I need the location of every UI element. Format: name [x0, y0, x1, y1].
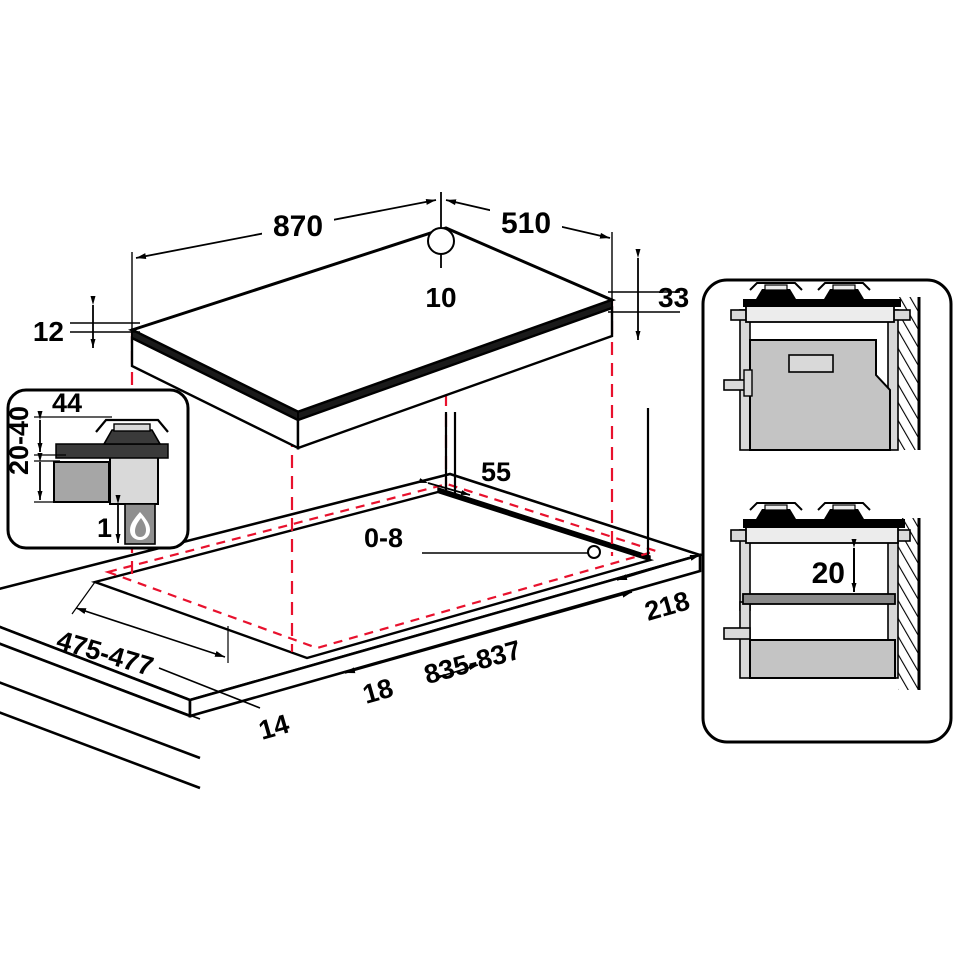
shelf-upright-left-lower: [739, 601, 751, 679]
oven-control-panel: [788, 354, 834, 373]
inset-burner-cap: [102, 429, 162, 445]
hob-projection-outline: [104, 482, 660, 650]
dimension-14-leader: [158, 667, 261, 709]
dimension-55-line: [418, 478, 471, 496]
hob-center-marker: [427, 192, 455, 268]
shelf-wall-hatch: [898, 518, 919, 690]
dimension-475-477-ext-a: [71, 581, 96, 615]
dimension-218-line: [616, 554, 701, 581]
dimension-55-label: 55: [481, 457, 511, 487]
shelf-burner-right: [817, 502, 871, 519]
shelf-drawer-body: [749, 639, 896, 679]
dimension-870-label-bg: [262, 209, 334, 241]
dimension-12-label: 12: [33, 316, 64, 347]
oven-wall-hatch: [898, 297, 919, 450]
dimension-475-477-line: [75, 607, 226, 658]
dimension-510-label-bg: [490, 206, 562, 238]
inset-burner-ring: [113, 423, 151, 432]
dimension-10-label: 10: [425, 282, 456, 313]
inset-hob-body: [109, 453, 159, 505]
dimension-510: 510: [445, 199, 613, 300]
oven-handle-bracket: [743, 369, 753, 397]
shelf-burner-left: [749, 502, 803, 519]
worktop-skirt-line-c: [0, 642, 201, 720]
oven-burner-right: [817, 282, 871, 299]
dimension-870-label: 870: [273, 210, 323, 243]
shelf-hob-slab: [745, 526, 899, 544]
oven-hob-slab: [745, 305, 895, 323]
dimension-33: 33: [608, 249, 689, 340]
burner-detail-inset: 44 20-40 1: [4, 388, 190, 550]
dimension-835-837-line: [344, 591, 633, 674]
dimension-870: 870: [131, 198, 437, 330]
dimension-20-label: 20: [812, 557, 845, 590]
oven-hob-trim: [743, 299, 901, 307]
dimension-1-label: 1: [97, 513, 112, 543]
dimension-0-8: 0-8: [364, 523, 601, 559]
inset-worktop-block: [53, 461, 110, 503]
dimension-33-label: 33: [658, 282, 689, 313]
inset-hob-flange: [55, 443, 169, 459]
hob-body-right: [296, 306, 614, 450]
dimension-0-8-point: [587, 545, 601, 559]
cabinet-with-oven-section: [723, 282, 921, 451]
dimension-510-label: 510: [501, 207, 551, 240]
worktop-skirt-line-b: [0, 711, 201, 790]
dimension-12: 12: [33, 296, 140, 348]
dimension-0-8-label: 0-8: [364, 523, 403, 553]
dimension-44-label: 44: [52, 388, 82, 418]
cabinet-section-inset: 20: [701, 278, 953, 744]
hob-assembly: [128, 226, 617, 450]
cabinet-shelf: [742, 593, 896, 605]
shelf-hob-trim: [743, 519, 905, 528]
shelf-handle-stub: [723, 627, 751, 640]
dimension-55: 55: [418, 457, 511, 496]
dimension-18-line: [435, 664, 479, 681]
center-circle: [427, 227, 455, 255]
dimension-20-40-label: 20-40: [4, 406, 34, 475]
cabinet-with-shelf-section: 20: [723, 502, 921, 690]
gas-flame-icon: [130, 512, 150, 540]
oven-burner-left: [749, 282, 803, 299]
worktop-skirt-line-a: [0, 681, 201, 760]
dimension-10: 10: [425, 282, 456, 313]
oven-body: [749, 339, 891, 451]
inset-pan-support: [95, 418, 169, 433]
